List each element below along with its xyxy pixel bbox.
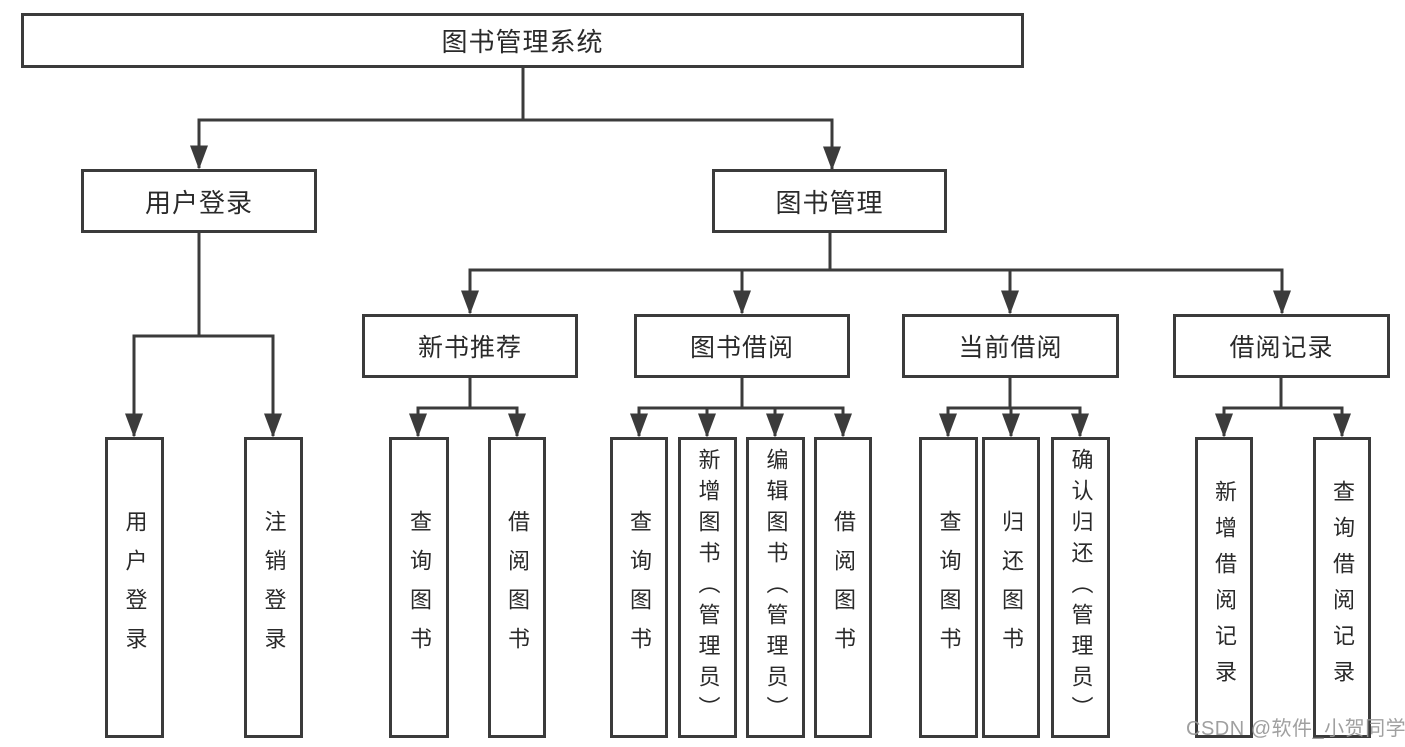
- node-new-book-recommend: 新书推荐: [362, 314, 578, 378]
- leaf-edit-book-admin: 编辑图书（管理员）: [746, 437, 805, 738]
- csdn-watermark: CSDN @软件_小贺同学: [1186, 718, 1405, 740]
- connector-root: [190, 68, 841, 171]
- leaf-confirm-return-admin: 确认归还（管理员）: [1051, 437, 1110, 738]
- leaf-logout: 注销登录: [244, 437, 303, 738]
- node-borrow-records: 借阅记录: [1173, 314, 1390, 378]
- node-library-system: 图书管理系统: [21, 13, 1024, 68]
- node-book-borrowing: 图书借阅: [634, 314, 850, 378]
- connector-book-borrowing: [630, 377, 852, 438]
- leaf-query-borrow-record: 查询借阅记录: [1313, 437, 1371, 738]
- leaf-add-borrow-record: 新增借阅记录: [1195, 437, 1253, 738]
- leaf-query-books-3: 查询图书: [919, 437, 978, 738]
- leaf-return-book: 归还图书: [982, 437, 1040, 738]
- leaf-query-books-2: 查询图书: [610, 437, 668, 738]
- leaf-borrow-books-1: 借阅图书: [488, 437, 546, 738]
- node-current-borrowing: 当前借阅: [902, 314, 1119, 378]
- leaf-borrow-books-2: 借阅图书: [814, 437, 872, 738]
- leaf-query-books-1: 查询图书: [389, 437, 449, 738]
- node-user-login: 用户登录: [81, 169, 317, 233]
- connector-borrow-records: [1215, 377, 1351, 438]
- leaf-add-book-admin: 新增图书（管理员）: [678, 437, 737, 738]
- node-book-management: 图书管理: [712, 169, 947, 233]
- connector-new-books: [409, 377, 526, 438]
- connector-book-management: [461, 232, 1291, 315]
- connector-current-borrowing: [939, 377, 1089, 438]
- leaf-user-login: 用户登录: [105, 437, 164, 738]
- connector-user-login: [125, 232, 282, 438]
